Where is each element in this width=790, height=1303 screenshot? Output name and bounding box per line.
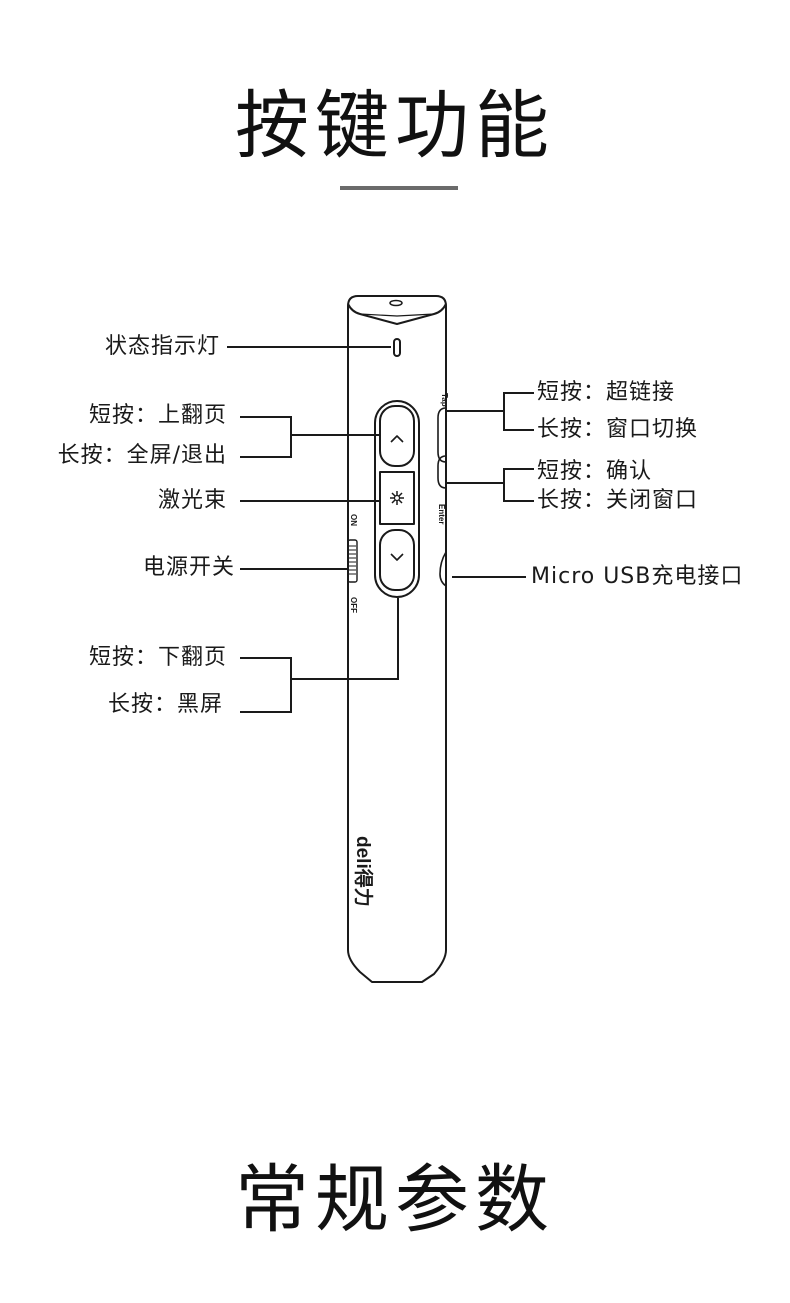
- page-up-button: [379, 405, 415, 467]
- page-up-leader: [240, 416, 292, 458]
- callout-page-up-long: 长按：全屏/退出: [57, 443, 227, 468]
- callout-tap-long: 长按：窗口切换: [537, 417, 699, 442]
- page-down-leader-stem: [291, 598, 399, 680]
- chevron-up-icon: [390, 435, 404, 443]
- off-label: OFF: [349, 597, 358, 613]
- page-down-button: [379, 529, 415, 591]
- callout-tap-short: 短按：超链接: [537, 380, 676, 405]
- callout-page-down-short: 短按：下翻页: [88, 645, 227, 670]
- usb-port-notch: [439, 551, 447, 587]
- laser-aperture: [389, 299, 403, 307]
- tap-side-button: [437, 407, 447, 463]
- pen-tip-chevron: [347, 303, 447, 325]
- pen-tip-line: [359, 313, 435, 317]
- callout-enter-long: 长按：关闭窗口: [537, 488, 699, 513]
- callout-page-down-long: 长按：黑屏: [107, 692, 223, 717]
- section-title-button-functions: 按键功能: [235, 83, 555, 169]
- on-label: ON: [349, 514, 358, 526]
- section-title-general-specs: 常规参数: [235, 1157, 555, 1243]
- laser-button: [379, 471, 415, 525]
- page-down-leader: [240, 657, 292, 713]
- pen-body-outline: [347, 295, 447, 983]
- button-cluster-outline: [374, 400, 420, 598]
- callout-power-switch: 电源开关: [142, 555, 235, 580]
- enter-label: Enter: [437, 504, 446, 524]
- tap-label: Tap: [440, 393, 449, 407]
- title-divider: [340, 186, 458, 190]
- power-switch-grip: [349, 545, 356, 575]
- callout-usb-port: Micro USB充电接口: [531, 564, 744, 589]
- chevron-down-icon: [390, 553, 404, 561]
- callout-page-up-short: 短按：上翻页: [88, 403, 227, 428]
- callout-status-light: 状态指示灯: [104, 334, 220, 359]
- brand-logo: deli得力: [352, 836, 375, 907]
- enter-side-button: [437, 455, 447, 489]
- enter-leader-bracket: [503, 468, 534, 502]
- callout-laser: 激光束: [157, 488, 227, 513]
- status-led: [393, 338, 401, 357]
- callout-enter-short: 短按：确认: [537, 459, 653, 484]
- power-switch: [347, 539, 358, 583]
- tap-leader-bracket: [503, 392, 534, 431]
